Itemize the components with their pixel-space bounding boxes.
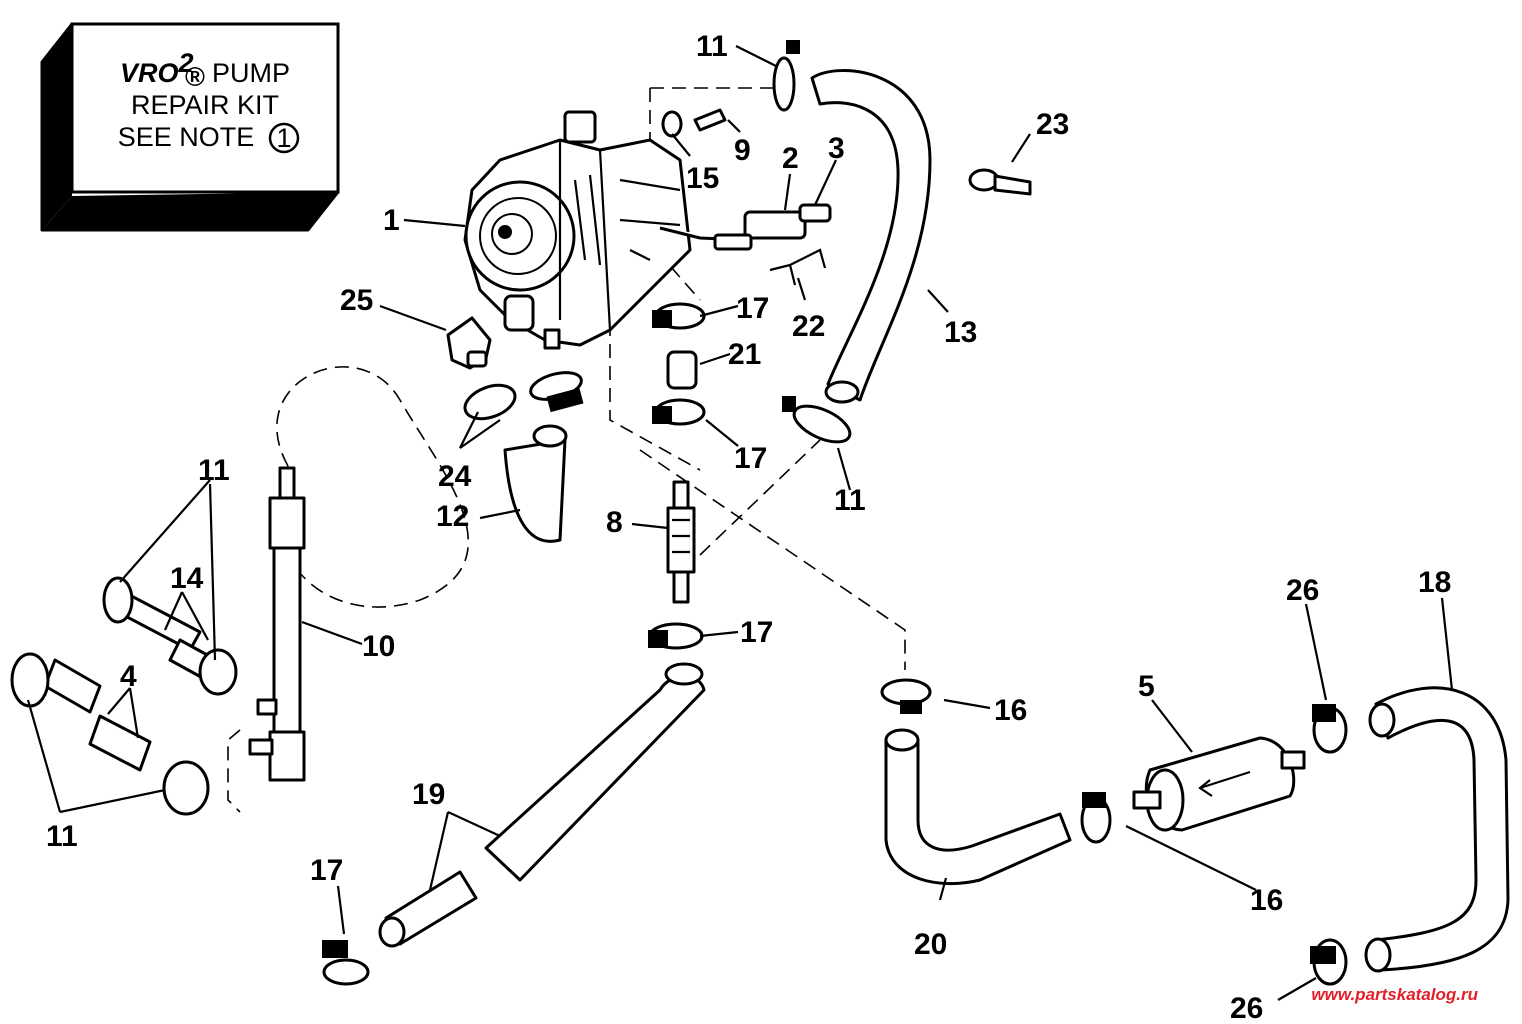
callout-11-right: 11 xyxy=(834,484,866,517)
callout-1: 1 xyxy=(383,204,400,237)
callout-18: 18 xyxy=(1418,566,1451,599)
callout-9: 9 xyxy=(734,134,751,167)
connector-part-21 xyxy=(666,350,698,390)
callout-22: 22 xyxy=(792,310,825,343)
callout-21: 21 xyxy=(728,338,761,371)
clamp-part-17-lower xyxy=(648,622,704,650)
callout-20: 20 xyxy=(914,928,947,961)
callout-8: 8 xyxy=(606,506,623,539)
kit-note-number: 1 xyxy=(276,123,291,153)
hose-part-12 xyxy=(503,424,568,543)
clamp-part-17-upper xyxy=(652,302,706,330)
fuel-pump-part-1 xyxy=(463,110,692,350)
routing-dashed-lines xyxy=(227,87,906,813)
clamp-part-11-top xyxy=(772,40,800,112)
callout-24: 24 xyxy=(438,460,472,493)
callout-17-middle: 17 xyxy=(734,442,767,475)
fuel-filter-part-5 xyxy=(1132,736,1306,832)
clamp-part-17-middle xyxy=(652,398,706,426)
kit-line-1: VRO2® PUMP xyxy=(120,48,290,92)
connector-part-4 xyxy=(10,652,210,816)
callout-15: 15 xyxy=(686,162,719,195)
hose-part-13 xyxy=(810,69,932,404)
callout-17-lower: 17 xyxy=(740,616,773,649)
clamp-part-16-lower xyxy=(1080,792,1112,844)
clamp-part-16-upper xyxy=(880,678,932,714)
callout-13: 13 xyxy=(944,316,977,349)
clamp-part-26-lower xyxy=(1310,938,1348,986)
callout-17-bottom: 17 xyxy=(310,854,343,887)
note-circle-icon xyxy=(268,122,300,154)
callout-23: 23 xyxy=(1036,108,1069,141)
fuel-line-part-10 xyxy=(248,466,306,782)
callout-16-upper: 16 xyxy=(994,694,1027,727)
clamp-part-11-right xyxy=(782,396,852,444)
callout-11-bottom-left: 11 xyxy=(46,820,78,853)
fitting-part-2-3 xyxy=(659,203,832,251)
callout-10: 10 xyxy=(362,630,395,663)
hose-part-20 xyxy=(884,728,1072,886)
kit-line-3: SEE NOTE xyxy=(118,122,255,152)
callout-14: 14 xyxy=(170,562,204,595)
leader-lines xyxy=(26,45,1454,1001)
callout-4: 4 xyxy=(120,660,137,693)
clamps-part-24 xyxy=(463,371,584,421)
clip-part-23 xyxy=(968,168,1032,196)
watermark-text: www.partskatalog.ru xyxy=(1311,985,1478,1004)
connector-part-14 xyxy=(102,576,238,696)
hose-part-18 xyxy=(1364,686,1510,973)
clamp-part-17-bottom xyxy=(322,940,370,986)
callout-25: 25 xyxy=(340,284,373,317)
clamp-part-26-upper xyxy=(1312,704,1348,754)
callout-12: 12 xyxy=(436,500,469,533)
plug-part-25 xyxy=(446,316,492,370)
callout-16-lower: 16 xyxy=(1250,884,1283,917)
callout-2: 2 xyxy=(782,142,799,175)
inline-filter-part-8 xyxy=(666,480,696,604)
callout-19: 19 xyxy=(412,778,445,811)
callout-17-upper: 17 xyxy=(736,292,769,325)
callout-5: 5 xyxy=(1138,670,1155,703)
callout-labels: 1 11 9 15 2 3 23 25 17 22 13 21 17 24 11… xyxy=(46,30,1451,1024)
kit-line-2: REPAIR KIT xyxy=(131,90,279,120)
bolt-washer-part-9-15 xyxy=(661,108,727,138)
clip-part-22 xyxy=(769,248,827,286)
hose-part-19 xyxy=(378,662,706,948)
callout-26-lower: 26 xyxy=(1230,992,1263,1024)
callout-3: 3 xyxy=(828,132,845,165)
callout-26-upper: 26 xyxy=(1286,574,1319,607)
callout-11-top: 11 xyxy=(696,30,728,63)
callout-11-left: 11 xyxy=(198,454,230,487)
repair-kit-box: VRO2® PUMP REPAIR KIT SEE NOTE 1 xyxy=(40,22,340,232)
